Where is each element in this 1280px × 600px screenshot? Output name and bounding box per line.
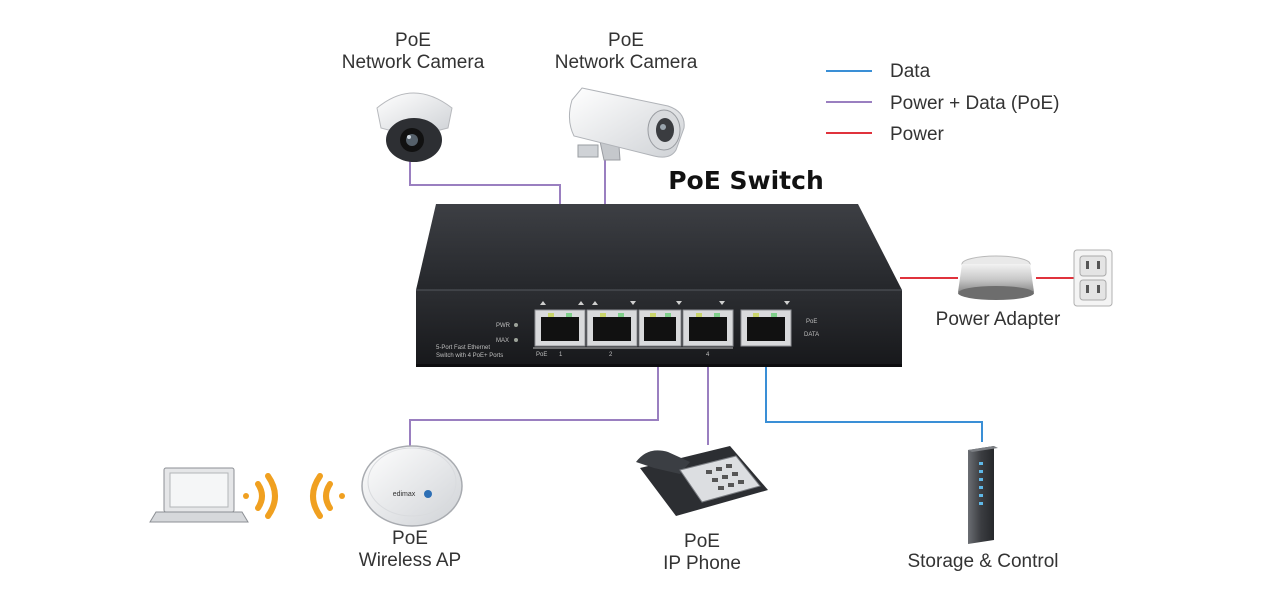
- pwr-led: [514, 323, 518, 327]
- wireless-ap-label-line2: Wireless AP: [359, 550, 461, 571]
- switch-description-line1: 5-Port Fast Ethernet: [436, 345, 490, 351]
- poe-switch: PWR MAX 5-Port Fast Ethernet Switch with…: [416, 204, 902, 367]
- ip-phone-icon: [636, 446, 768, 516]
- dome-camera-icon: [376, 92, 453, 162]
- ap-brand-label: edimax: [393, 491, 416, 498]
- bullet-camera-icon: [568, 87, 685, 161]
- storage-device-icon: [968, 446, 998, 544]
- bullet-camera-label-line1: PoE: [608, 30, 644, 51]
- power-adapter-icon: [958, 255, 1034, 300]
- wireless-ap-label-line1: PoE: [392, 528, 428, 549]
- port-number-1: 1: [559, 352, 563, 358]
- ip-phone-label-line1: PoE: [684, 531, 720, 552]
- legend: Data Power + Data (PoE) Power: [826, 61, 1060, 145]
- dome-camera-label-line2: Network Camera: [342, 52, 485, 73]
- legend-label-power: Power: [890, 124, 945, 145]
- switch-description-line2: Switch with 4 PoE+ Ports: [436, 353, 503, 359]
- dome-camera-label-line1: PoE: [395, 30, 431, 51]
- wireless-ap-icon: edimax: [361, 445, 463, 527]
- storage-label: Storage & Control: [907, 551, 1058, 572]
- max-indicator-label: MAX: [496, 338, 509, 344]
- diagram-title: PoE Switch: [668, 166, 824, 195]
- wall-outlet-icon: [1073, 249, 1113, 307]
- wifi-signal-icon: [243, 473, 345, 519]
- max-led: [514, 338, 518, 342]
- legend-label-data: Data: [890, 61, 931, 82]
- legend-label-poe: Power + Data (PoE): [890, 93, 1060, 114]
- link-data-label: DATA: [804, 332, 819, 338]
- poe-group-label: PoE: [536, 352, 547, 358]
- laptop-icon: [149, 467, 249, 523]
- port-number-4: 4: [706, 352, 710, 358]
- poe-line-wireless-ap: [409, 335, 659, 450]
- bullet-camera-label-line2: Network Camera: [555, 52, 698, 73]
- port-number-2: 2: [609, 352, 613, 358]
- link-poe-label: PoE: [806, 319, 817, 325]
- ip-phone-label-line2: IP Phone: [663, 553, 741, 574]
- pwr-indicator-label: PWR: [496, 323, 511, 329]
- power-adapter-label: Power Adapter: [936, 309, 1061, 330]
- data-line-storage: [765, 335, 983, 442]
